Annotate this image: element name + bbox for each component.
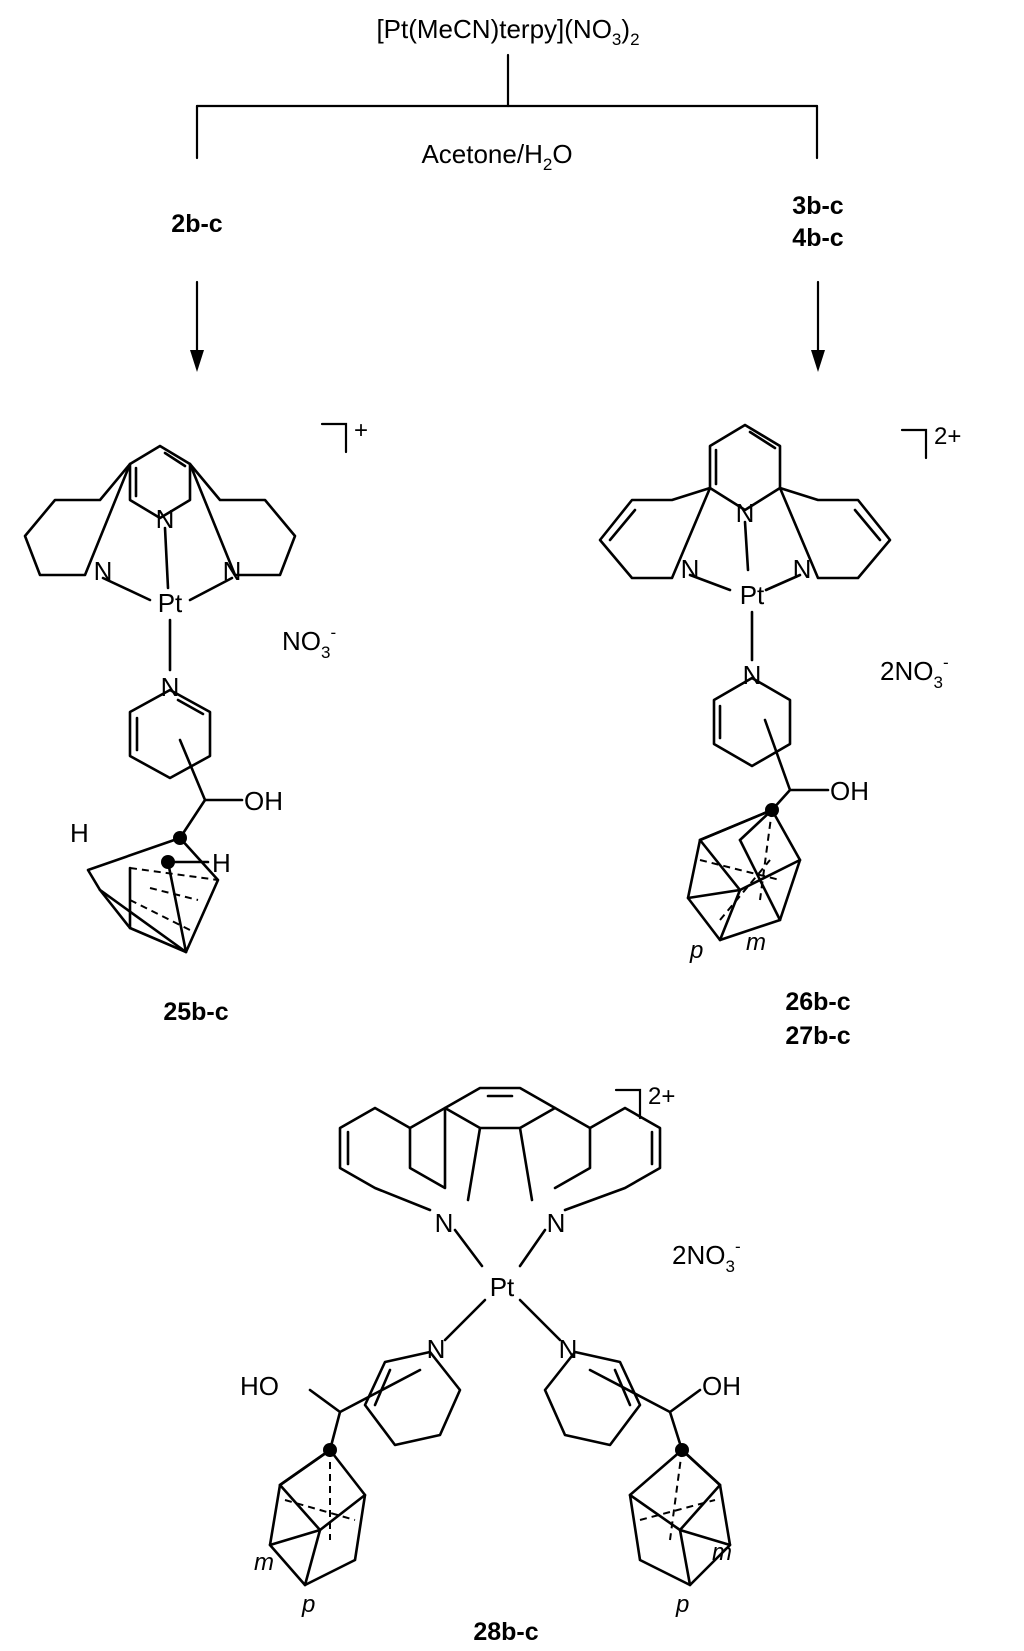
starting-material-2b-c: 2b-c <box>171 210 223 238</box>
atom-N-26-right: N <box>793 554 812 584</box>
atom-Pt-28: Pt <box>490 1272 515 1302</box>
charge-28: 2+ <box>648 1083 675 1110</box>
counterion-26: 2NO3- <box>880 653 949 692</box>
charge-bracket-28 <box>614 1088 642 1120</box>
branch-lines <box>195 53 819 160</box>
counterion-25: NO3- <box>282 623 336 662</box>
atom-H-25-left: H <box>70 818 89 848</box>
atom-N-28-phen-right: N <box>547 1208 566 1238</box>
charge-bracket-26 <box>900 428 928 460</box>
compound-label-25b-c: 25b-c <box>163 998 228 1026</box>
atom-p-28-right: p <box>675 1591 689 1618</box>
atom-H-25-right: H <box>212 848 231 878</box>
arrow-right <box>811 280 825 372</box>
atom-m-28-left: m <box>254 1549 274 1576</box>
atom-HO-28: HO <box>240 1371 279 1401</box>
atom-m-26: m <box>746 929 766 956</box>
charge-26: 2+ <box>934 423 961 450</box>
reagent-label: [Pt(MeCN)terpy](NO3)2 <box>376 14 639 49</box>
atom-N-25-pyridine: N <box>161 672 180 702</box>
conditions-label: Acetone/H2O <box>421 139 572 174</box>
atom-N-25-center: N <box>156 504 175 534</box>
atom-N-26-center: N <box>736 498 755 528</box>
atom-N-26-left: N <box>681 554 700 584</box>
compound-label-27b-c: 27b-c <box>785 1022 850 1050</box>
structure-25b-c <box>23 444 297 954</box>
atom-p-28-left: p <box>301 1591 315 1618</box>
atom-N-25-right: N <box>223 556 242 586</box>
atom-N-28-phen-left: N <box>435 1208 454 1238</box>
atom-Pt-26: Pt <box>740 580 765 610</box>
atom-N-25-left: N <box>94 556 113 586</box>
starting-material-4b-c: 4b-c <box>792 224 844 252</box>
charge-bracket-25 <box>320 422 348 454</box>
atom-N-28-pyridine-left: N <box>427 1334 446 1364</box>
atom-m-28-right: m <box>712 1539 732 1566</box>
atom-OH-28: OH <box>702 1371 741 1401</box>
compound-label-28b-c: 28b-c <box>473 1618 538 1646</box>
atom-N-26-pyridine: N <box>743 660 762 690</box>
compound-label-26b-c: 26b-c <box>785 988 850 1016</box>
atom-p-26: p <box>689 937 703 964</box>
structure-28b-c <box>268 1086 732 1587</box>
atom-N-28-pyridine-right: N <box>559 1334 578 1364</box>
atom-OH-25: OH <box>244 786 283 816</box>
charge-25: + <box>354 417 368 444</box>
counterion-28: 2NO3- <box>672 1237 741 1276</box>
atom-Pt-25: Pt <box>158 588 183 618</box>
structure-26b-c-27b-c <box>598 423 892 942</box>
starting-material-3b-c: 3b-c <box>792 192 844 220</box>
arrow-left <box>190 280 204 372</box>
atom-OH-26: OH <box>830 776 869 806</box>
